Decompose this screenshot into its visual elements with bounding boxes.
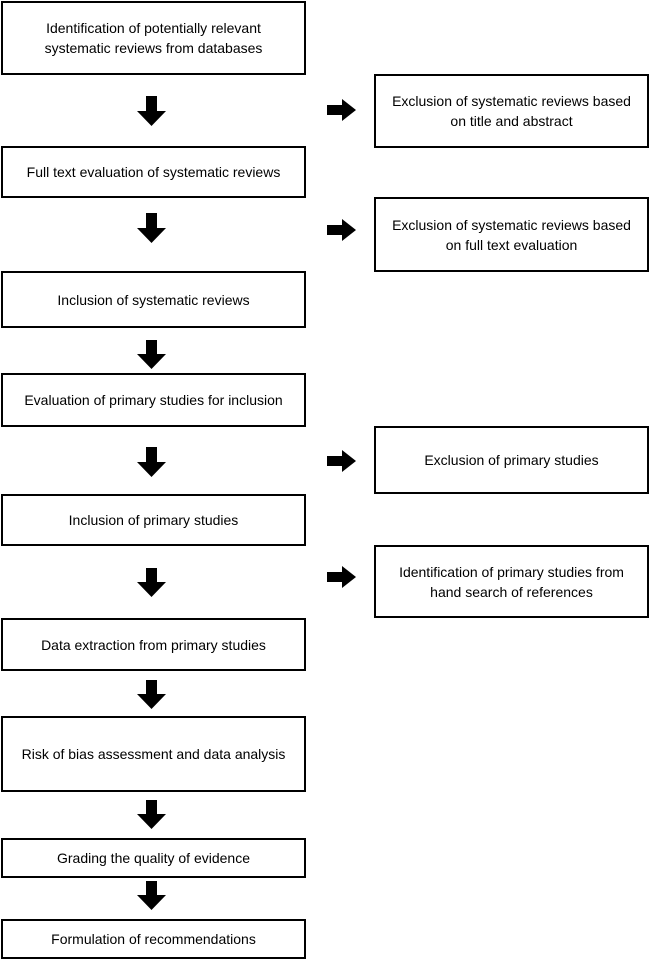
step-data-extraction: Data extraction from primary studies xyxy=(1,618,306,671)
step-formulation: Formulation of recommendations xyxy=(1,919,306,959)
step-label: Inclusion of systematic reviews xyxy=(57,291,250,308)
step-inclusion-reviews: Inclusion of systematic reviews xyxy=(1,271,306,328)
step-label: Data extraction from primary studies xyxy=(41,636,266,653)
step-evaluation-primary: Evaluation of primary studies for inclus… xyxy=(1,373,306,427)
side-identification-hand-search: Identification of primary studies from h… xyxy=(374,545,649,618)
side-exclusion-primary: Exclusion of primary studies xyxy=(374,426,649,494)
down-arrow-5 xyxy=(137,568,166,597)
step-label: Evaluation of primary studies for inclus… xyxy=(24,392,283,408)
right-arrow-3 xyxy=(327,450,356,472)
down-arrow-6 xyxy=(137,680,166,709)
side-label: Identification of primary studies from h… xyxy=(399,563,624,600)
down-arrow-1 xyxy=(137,96,166,126)
down-arrow-7 xyxy=(137,800,166,829)
right-arrow-1 xyxy=(327,99,356,121)
step-inclusion-primary: Inclusion of primary studies xyxy=(1,494,306,546)
right-arrow-4 xyxy=(327,566,356,588)
step-grading-evidence: Grading the quality of evidence xyxy=(1,838,306,878)
step-label: Full text evaluation of systematic revie… xyxy=(26,164,281,180)
step-full-text-evaluation: Full text evaluation of systematic revie… xyxy=(1,146,306,198)
step-label: Inclusion of primary studies xyxy=(68,512,239,528)
down-arrow-8 xyxy=(137,881,166,910)
down-arrow-2 xyxy=(137,213,166,243)
right-arrow-2 xyxy=(327,219,356,241)
step-identification: Identification of potentially relevant s… xyxy=(1,1,306,75)
down-arrow-3 xyxy=(137,340,166,369)
side-label: Exclusion of systematic reviews based on… xyxy=(392,216,631,253)
step-risk-of-bias: Risk of bias assessment and data analysi… xyxy=(1,716,306,792)
step-label: Identification of potentially relevant s… xyxy=(44,20,263,56)
step-label: Risk of bias assessment and data analysi… xyxy=(21,746,286,762)
side-exclusion-full-text: Exclusion of systematic reviews based on… xyxy=(374,197,649,272)
side-exclusion-title-abstract: Exclusion of systematic reviews based on… xyxy=(374,74,649,148)
step-label: Formulation of recommendations xyxy=(51,931,256,947)
side-label: Exclusion of systematic reviews based on… xyxy=(392,93,631,129)
side-label: Exclusion of primary studies xyxy=(424,452,599,468)
down-arrow-4 xyxy=(137,447,166,477)
step-label: Grading the quality of evidence xyxy=(56,850,250,866)
